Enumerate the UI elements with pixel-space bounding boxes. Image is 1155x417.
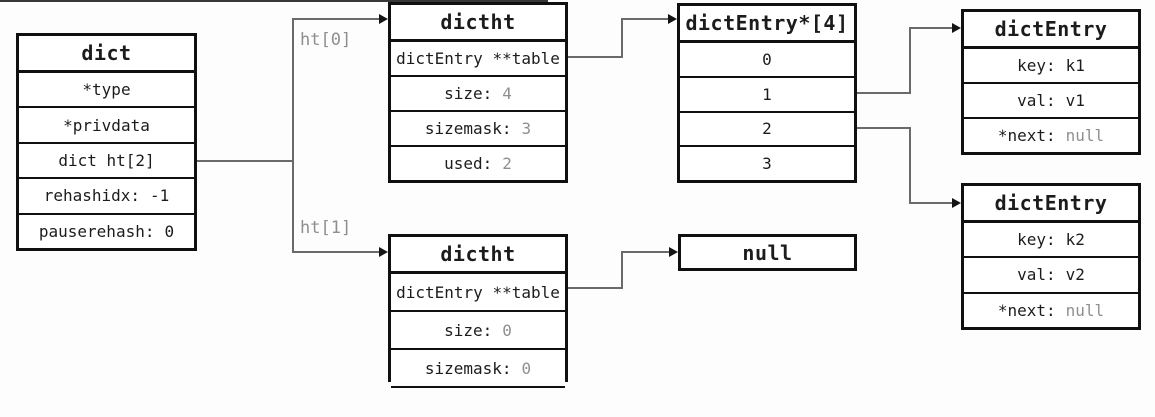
field-label: *privdata <box>63 115 150 135</box>
field-label: key: <box>1017 56 1056 75</box>
dict-struct-box: dict *type *privdata dict ht[2] rehashid… <box>16 33 197 251</box>
null-box: null <box>678 234 857 271</box>
field-row-next: *next: null <box>964 117 1138 152</box>
null-label: null <box>742 240 793 265</box>
box-title-dictht-ht0: dictht <box>440 10 516 34</box>
ht1-branch-label: ht[1] <box>300 218 352 238</box>
field-value: null <box>1065 126 1105 145</box>
field-row-pauserehash: pauserehash: 0 <box>19 212 194 248</box>
pointer-line-ht0-table-up <box>621 18 623 58</box>
bucket-slot-2: 2 <box>680 110 854 146</box>
field-label: dictEntry **table <box>396 282 560 302</box>
field-label: sizemask: <box>424 119 512 138</box>
field-row-table: dictEntry **table <box>391 39 565 75</box>
field-value: 2 <box>502 154 512 173</box>
field-row-size: size: 4 <box>391 75 565 110</box>
dictht-ht1-box: dictht dictEntry **table size: 0 sizemask… <box>388 234 568 388</box>
field-value: 3 <box>521 119 532 138</box>
field-value: -1 <box>150 186 170 206</box>
field-label: used: <box>444 154 493 173</box>
box-title-dictht-ht1: dictht <box>440 242 516 266</box>
field-row-size: size: 0 <box>391 310 565 348</box>
field-row-val: val: v1 <box>964 82 1138 117</box>
dict-entry-k2-box: dictEntry key: k2 val: v2 *next: null <box>961 183 1141 330</box>
field-row-sizemask: sizemask: 0 <box>391 348 565 386</box>
pointer-line-slot2-out <box>857 127 911 129</box>
field-label: size: <box>444 84 493 103</box>
field-value: 0 <box>502 320 512 340</box>
field-label: dict ht[2] <box>58 151 155 171</box>
field-row-sizemask: sizemask: 3 <box>391 110 565 145</box>
field-row-val: val: v2 <box>964 256 1138 291</box>
field-label: val: <box>1017 265 1056 285</box>
bucket-slot-3: 3 <box>680 145 854 180</box>
pointer-line-ht1-table-in <box>623 251 670 253</box>
field-row-type: *type <box>19 70 194 106</box>
field-value: 0 <box>164 221 175 241</box>
slot-index: 0 <box>762 49 772 69</box>
pointer-line-ht1-table-up <box>621 251 623 289</box>
field-label: *type <box>82 80 131 100</box>
pointer-line-slot1-up <box>909 27 911 94</box>
field-value: v1 <box>1065 91 1085 110</box>
pointer-line-dict-stem <box>197 160 292 162</box>
pointer-line-slot2-down <box>909 127 911 204</box>
field-label: dictEntry **table <box>396 49 560 68</box>
window-edge-artifact <box>0 0 548 2</box>
arrowhead-to-bucket-array-icon <box>668 14 677 24</box>
field-row-rehashidx: rehashidx: -1 <box>19 177 194 212</box>
field-value: null <box>1065 300 1105 320</box>
arrowhead-to-ht1-icon <box>379 247 388 257</box>
arrowhead-to-ht0-icon <box>379 14 388 24</box>
dict-entry-k1-box: dictEntry key: k1 val: v1 *next: null <box>961 9 1141 155</box>
field-label: key: <box>1017 230 1056 250</box>
slot-index: 2 <box>762 119 772 139</box>
arrowhead-to-null-icon <box>669 247 678 257</box>
bucket-slot-0: 0 <box>680 40 854 76</box>
field-label: *next: <box>997 300 1056 320</box>
field-value: 4 <box>502 84 512 103</box>
pointer-line-slot2-in <box>911 202 953 204</box>
bucket-array-box: dictEntry*[4] 0 1 2 3 <box>677 3 857 183</box>
box-title-dict-entry-k2: dictEntry <box>994 191 1108 215</box>
pointer-line-slot1-in <box>911 27 953 29</box>
pointer-line-ht0-table-in <box>623 18 669 20</box>
pointer-line-ht1-table-out <box>568 287 623 289</box>
box-title-dict: dict <box>81 41 132 65</box>
pointer-line-ht0-table-out <box>568 56 623 58</box>
cropped-row-sliver <box>391 386 565 391</box>
field-label: *next: <box>997 126 1056 145</box>
arrowhead-to-entry-k2-icon <box>952 198 961 208</box>
field-value: v2 <box>1065 265 1085 285</box>
field-row-privdata: *privdata <box>19 106 194 141</box>
field-value: 0 <box>521 358 532 378</box>
slot-index: 1 <box>762 84 772 104</box>
field-value: k1 <box>1065 56 1085 75</box>
field-label: val: <box>1017 91 1056 110</box>
arrowhead-to-entry-k1-icon <box>952 23 961 33</box>
field-label: pauserehash: <box>38 221 155 241</box>
field-row-key: key: k1 <box>964 46 1138 82</box>
field-label: rehashidx: <box>43 186 141 206</box>
field-label: size: <box>444 320 493 340</box>
bucket-slot-1: 1 <box>680 75 854 111</box>
field-row-table: dictEntry **table <box>391 271 565 310</box>
field-row-used: used: 2 <box>391 145 565 180</box>
slot-index: 3 <box>762 154 772 174</box>
pointer-line-to-ht0 <box>292 18 380 20</box>
pointer-line-to-ht1 <box>292 251 380 253</box>
box-title-dict-entry-k1: dictEntry <box>994 17 1108 41</box>
box-title-bucket-array: dictEntry*[4] <box>685 11 849 35</box>
field-row-key: key: k2 <box>964 220 1138 256</box>
dictht-ht0-box: dictht dictEntry **table size: 4 sizemask… <box>388 2 568 183</box>
pointer-line-slot1-out <box>857 92 911 94</box>
field-row-next: *next: null <box>964 291 1138 327</box>
field-label: sizemask: <box>424 358 512 378</box>
pointer-line-dict-branch <box>292 18 294 253</box>
ht0-branch-label: ht[0] <box>300 30 352 50</box>
field-row-ht-array: dict ht[2] <box>19 141 194 177</box>
field-value: k2 <box>1065 230 1085 250</box>
